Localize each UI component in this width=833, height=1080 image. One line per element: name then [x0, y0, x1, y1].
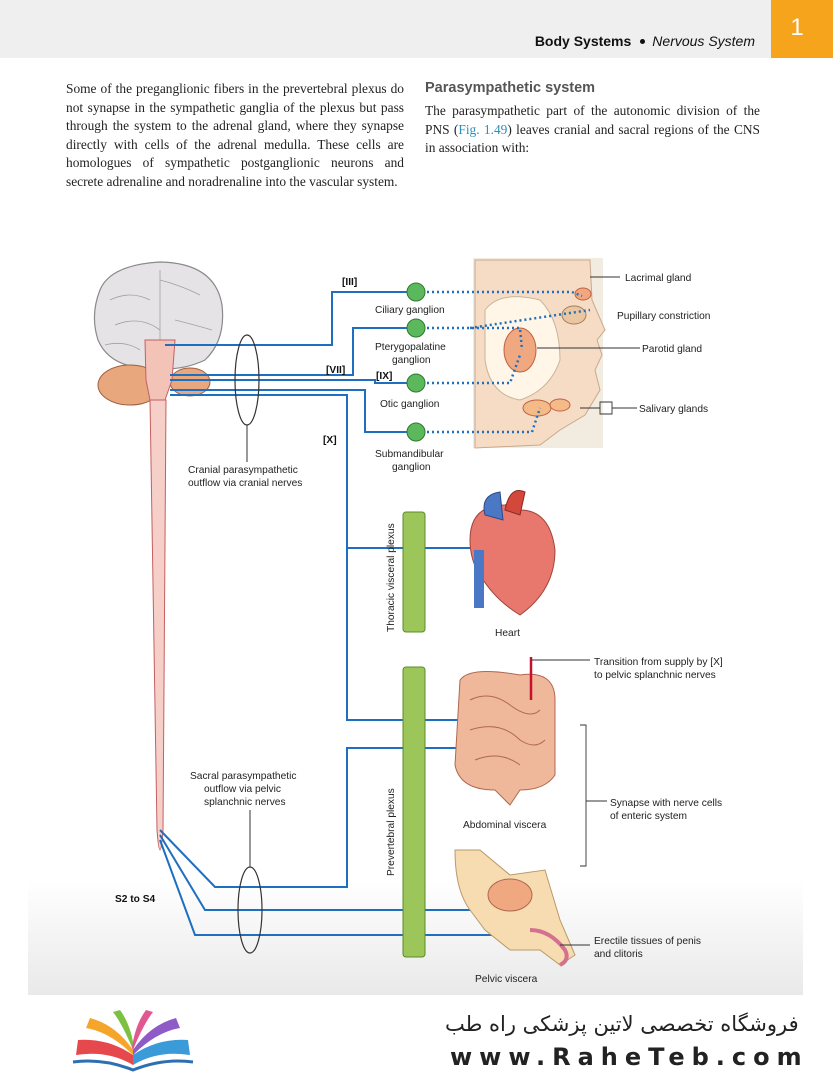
parotid-gland-icon	[503, 327, 537, 373]
nerve-iii-label: [III]	[342, 277, 357, 288]
cranial-outflow-label-1: Cranial parasympathetic	[188, 465, 298, 476]
right-column: Parasympathetic system The parasympathet…	[425, 80, 760, 158]
cerebellum-right-icon	[169, 367, 211, 397]
thoracic-plexus-label: Thoracic visceral plexus	[386, 523, 397, 632]
abdominal-viscera-label: Abdominal viscera	[463, 820, 547, 831]
right-text-before: The parasympathetic part of the autonomi…	[425, 103, 760, 137]
ciliary-ganglion-label: Ciliary ganglion	[375, 305, 445, 316]
figure-reference-link[interactable]: Fig. 1.49	[458, 121, 508, 137]
intestine-icon	[454, 671, 556, 806]
sacral-outflow-label-2: outflow via pelvic	[204, 784, 281, 795]
submandibular-gland-icon	[522, 399, 552, 417]
submandibular-ganglion-icon	[406, 422, 426, 442]
prevertebral-plexus-bar	[402, 666, 426, 958]
thoracic-plexus-bar	[402, 511, 426, 633]
transition-label-1: Transition from supply by [X]	[594, 657, 723, 668]
spinal-cord-icon	[149, 399, 167, 851]
submandibular-label-2: ganglion	[392, 462, 431, 473]
running-head: Body Systems Nervous System	[535, 33, 755, 49]
nerve-ix-label: [IX]	[376, 371, 392, 382]
sacral-outflow-label-1: Sacral parasympathetic	[190, 771, 296, 782]
pupillary-constriction-label: Pupillary constriction	[617, 311, 710, 322]
lacrimal-gland-label: Lacrimal gland	[625, 273, 692, 284]
running-head-subsection: Nervous System	[652, 33, 755, 49]
eye-icon	[561, 305, 587, 325]
book-logo-icon	[72, 1010, 194, 1072]
nerve-x-label: [X]	[323, 435, 337, 446]
cranial-outflow-label-2: outflow via cranial nerves	[188, 478, 302, 489]
store-url[interactable]: www.RaheTeb.com	[450, 1043, 809, 1071]
brain-gyri	[104, 270, 213, 365]
bullet-icon	[640, 38, 646, 44]
chapter-tab: 1	[771, 0, 833, 58]
transition-label-2: to pelvic splanchnic nerves	[594, 670, 716, 681]
prevertebral-plexus-label: Prevertebral plexus	[386, 788, 397, 876]
running-head-section: Body Systems	[534, 33, 632, 49]
pterygopalatine-ganglion-icon	[406, 318, 426, 338]
leader-lines	[531, 276, 640, 946]
sacral-outflow-label-3: splanchnic nerves	[204, 797, 286, 808]
otic-ganglion-icon	[406, 373, 426, 393]
right-paragraph: The parasympathetic part of the autonomi…	[425, 102, 760, 158]
nerve-vii-label: [VII]	[326, 365, 345, 376]
page-header: Body Systems Nervous System	[0, 0, 833, 58]
ciliary-ganglion-icon	[406, 282, 426, 302]
sacral-segments-label: S2 to S4	[115, 894, 156, 905]
salivary-glands-label: Salivary glands	[639, 404, 708, 415]
pterygopalatine-label-1: Pterygopalatine	[375, 342, 446, 353]
postganglionic-pathways	[422, 290, 591, 434]
sublingual-gland-icon	[549, 398, 571, 412]
erectile-label-1: Erectile tissues of penis	[594, 936, 701, 947]
ganglia	[406, 282, 426, 442]
synapse-label-2: of enteric system	[610, 811, 687, 822]
heart-label: Heart	[495, 628, 520, 639]
chapter-number: 1	[790, 14, 804, 41]
parotid-gland-label: Parotid gland	[642, 344, 702, 355]
section-heading: Parasympathetic system	[425, 80, 596, 96]
submandibular-label-1: Submandibular	[375, 449, 444, 460]
store-name: فروشگاه تخصصی لاتین پزشکی راه طب	[445, 1012, 799, 1036]
pterygopalatine-label-2: ganglion	[392, 355, 431, 366]
brain-icon	[93, 261, 224, 370]
parasympathetic-figure: [III] [VII] [IX] [X] S2 to S4 Ciliary ga…	[28, 258, 803, 995]
pelvic-viscera-label: Pelvic viscera	[475, 974, 538, 985]
left-paragraph: Some of the preganglionic fibers in the …	[66, 81, 404, 189]
synapse-label-1: Synapse with nerve cells	[610, 798, 722, 809]
erectile-label-2: and clitoris	[594, 949, 643, 960]
otic-ganglion-label: Otic ganglion	[380, 399, 439, 410]
right-text-after: ) leaves cranial and sacral regions of t…	[425, 121, 760, 156]
erectile-tissue-icon	[529, 928, 569, 967]
lacrimal-gland-icon	[574, 287, 592, 301]
bladder-icon	[487, 878, 533, 912]
